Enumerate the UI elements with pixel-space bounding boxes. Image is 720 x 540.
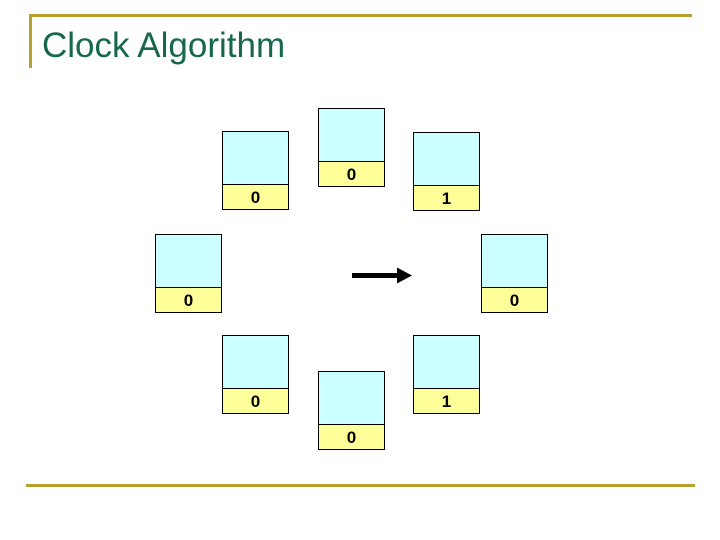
use-bit-label: 0 <box>482 287 547 312</box>
page-frame-bottom-right: 1 <box>413 335 480 414</box>
frame-page-area <box>414 336 479 388</box>
page-frame-bottom-left: 0 <box>222 335 289 414</box>
page-title: Clock Algorithm <box>42 26 286 65</box>
use-bit-label: 1 <box>414 388 479 413</box>
header-rule <box>29 14 692 17</box>
page-frame-top-right: 1 <box>413 132 480 211</box>
use-bit-label: 0 <box>223 388 288 413</box>
footer-rule <box>26 484 695 487</box>
frame-page-area <box>414 133 479 185</box>
page-frame-top-left: 0 <box>222 131 289 210</box>
page-frame-top: 0 <box>318 108 385 187</box>
title-accent-bar <box>29 14 32 68</box>
arrow-right-icon <box>352 267 412 284</box>
use-bit-label: 0 <box>223 184 288 209</box>
page-frame-right: 0 <box>481 234 548 313</box>
page-frame-bottom: 0 <box>318 371 385 450</box>
use-bit-label: 0 <box>319 424 384 449</box>
use-bit-label: 1 <box>414 185 479 210</box>
frame-page-area <box>319 372 384 424</box>
frame-page-area <box>482 235 547 287</box>
frame-page-area <box>223 132 288 184</box>
use-bit-label: 0 <box>156 287 221 312</box>
page-frame-left: 0 <box>155 234 222 313</box>
frame-page-area <box>319 109 384 161</box>
frame-page-area <box>156 235 221 287</box>
use-bit-label: 0 <box>319 161 384 186</box>
frame-page-area <box>223 336 288 388</box>
